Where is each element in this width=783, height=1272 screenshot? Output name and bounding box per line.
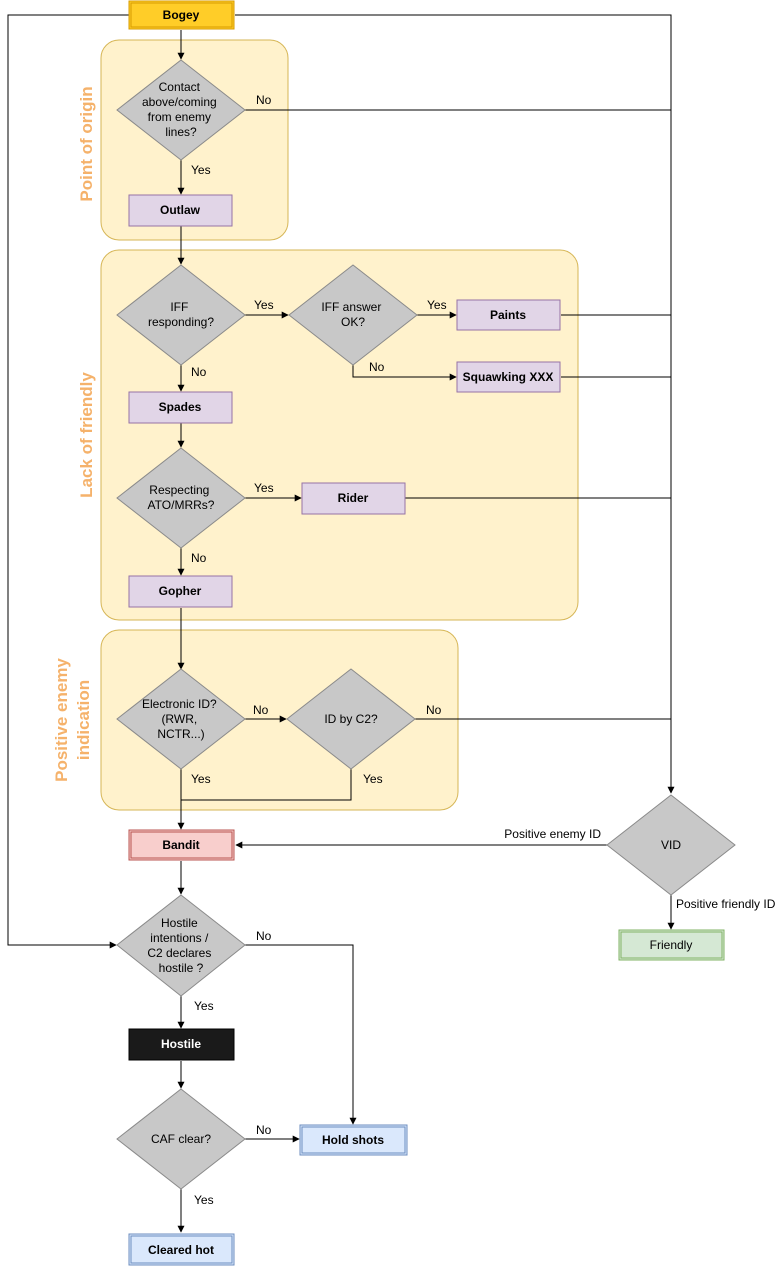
decision-caf-clear: CAF clear? bbox=[116, 1088, 246, 1190]
svg-text:Cleared hot: Cleared hot bbox=[148, 1243, 214, 1257]
svg-text:Bandit: Bandit bbox=[162, 838, 199, 852]
decisions: Contact above/coming from enemy lines? I… bbox=[116, 59, 736, 1190]
svg-text:Respecting ATO/MRRs?: Respecting ATO/MRRs? bbox=[148, 483, 215, 512]
node-squawking: Squawking XXX bbox=[456, 361, 561, 393]
node-hold-shots: Hold shots bbox=[299, 1124, 408, 1156]
edge-label-contact-no: No bbox=[256, 93, 272, 107]
group-positive-enemy: Positive enemy indication bbox=[52, 629, 459, 811]
group-title-positive-enemy-1: Positive enemy bbox=[52, 658, 71, 782]
edge-label-ato-no: No bbox=[191, 551, 207, 565]
connectors bbox=[7, 14, 675, 1233]
edge-label-ato-yes: Yes bbox=[254, 481, 274, 495]
node-outlaw: Outlaw bbox=[128, 194, 233, 227]
node-rider: Rider bbox=[301, 482, 406, 515]
group-title-point-of-origin: Point of origin bbox=[77, 86, 96, 201]
svg-text:VID: VID bbox=[661, 838, 681, 852]
decision-iff-answer: IFF answer OK? bbox=[288, 264, 418, 366]
decision-electronic-id: Electronic ID? (RWR, NCTR...) bbox=[116, 668, 246, 770]
node-friendly: Friendly bbox=[618, 929, 725, 961]
node-hostile: Hostile bbox=[128, 1028, 235, 1061]
decision-c2: ID by C2? bbox=[286, 668, 416, 770]
svg-text:Gopher: Gopher bbox=[159, 584, 202, 598]
group-title-positive-enemy-2: indication bbox=[74, 680, 93, 760]
node-bandit: Bandit bbox=[128, 829, 235, 861]
node-paints: Paints bbox=[456, 299, 561, 331]
svg-text:CAF clear?: CAF clear? bbox=[151, 1132, 211, 1146]
group-title-lack-of-friendly: Lack of friendly bbox=[77, 372, 96, 498]
edge-label-caf-yes: Yes bbox=[194, 1193, 214, 1207]
edge-label-elec-no: No bbox=[253, 703, 269, 717]
svg-text:Spades: Spades bbox=[159, 400, 202, 414]
node-bogey: Bogey bbox=[128, 0, 235, 30]
svg-text:Contact above/coming: Contact above/coming from enemy lines? bbox=[142, 80, 220, 139]
svg-text:Bogey: Bogey bbox=[163, 8, 200, 22]
edge-label-iffans-yes: Yes bbox=[427, 298, 447, 312]
edge-label-elec-yes: Yes bbox=[191, 772, 211, 786]
edge-label-c2-yes: Yes bbox=[363, 772, 383, 786]
svg-text:Outlaw: Outlaw bbox=[160, 203, 201, 217]
svg-text:Squawking XXX: Squawking XXX bbox=[463, 370, 554, 384]
svg-text:ID by C2?: ID by C2? bbox=[324, 712, 378, 726]
edge-label-iffans-no: No bbox=[369, 360, 385, 374]
edge-label-hostile-yes: Yes bbox=[194, 999, 214, 1013]
svg-text:Paints: Paints bbox=[490, 308, 526, 322]
edge-label-caf-no: No bbox=[256, 1123, 272, 1137]
group-lack-of-friendly: Lack of friendly bbox=[77, 249, 579, 621]
node-spades: Spades bbox=[128, 391, 233, 424]
svg-text:Hold shots: Hold shots bbox=[322, 1133, 384, 1147]
svg-text:Rider: Rider bbox=[338, 491, 369, 505]
decision-vid: VID bbox=[606, 794, 736, 896]
svg-text:Hostile: Hostile bbox=[161, 1037, 201, 1051]
decision-iff-responding: IFF responding? bbox=[116, 264, 246, 366]
svg-text:Electronic ID? (RWR,: Electronic ID? (RWR, NCTR...) bbox=[142, 697, 220, 741]
decision-ato: Respecting ATO/MRRs? bbox=[116, 447, 246, 549]
edge-label-iff-yes: Yes bbox=[254, 298, 274, 312]
decision-contact: Contact above/coming from enemy lines? bbox=[116, 59, 246, 161]
svg-text:IFF responding?: IFF responding? bbox=[148, 300, 214, 329]
svg-text:Hostile intentions /: Hostile intentions / C2 declares hostile… bbox=[147, 916, 214, 975]
edge-label-hostile-no: No bbox=[256, 929, 272, 943]
svg-text:Friendly: Friendly bbox=[650, 938, 693, 952]
decision-hostile-intentions: Hostile intentions / C2 declares hostile… bbox=[116, 894, 246, 997]
node-gopher: Gopher bbox=[128, 575, 233, 608]
edge-label-c2-no: No bbox=[426, 703, 442, 717]
edge-label-vid-friendly: Positive friendly ID bbox=[676, 897, 776, 911]
edge-label-contact-yes: Yes bbox=[191, 163, 211, 177]
edge-label-vid-enemy: Positive enemy ID bbox=[504, 827, 601, 841]
svg-text:IFF answer OK?: IFF answer OK? bbox=[321, 300, 384, 329]
nodes: Bogey Outlaw Paints Squawking XXX Spades… bbox=[128, 0, 725, 1266]
node-cleared-hot: Cleared hot bbox=[128, 1233, 235, 1266]
edge-label-iff-no: No bbox=[191, 365, 207, 379]
edge-labels: No Yes Yes Yes No No Yes No No No Yes Ye… bbox=[191, 93, 776, 1207]
